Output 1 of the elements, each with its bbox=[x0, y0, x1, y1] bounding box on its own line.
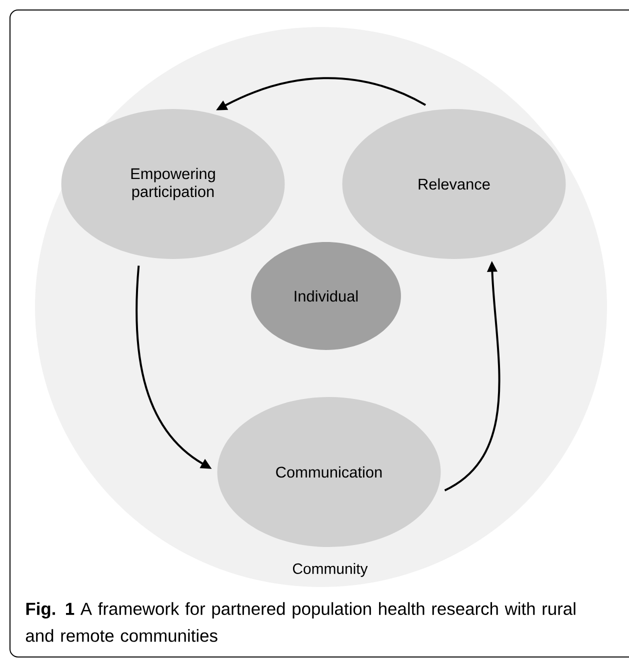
figure-caption: Fig. 1 A framework for partnered population health research with rural and remote communities bbox=[26, 602, 576, 642]
